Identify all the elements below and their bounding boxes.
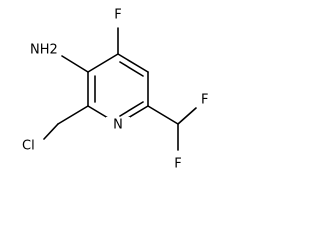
difluoromethyl-fluorine-top-label: F (201, 93, 208, 108)
bond-ch2-cl (43, 123, 59, 140)
bond-chf2-f-top (177, 107, 197, 125)
amino-group-label: NH2 (30, 43, 58, 58)
bond-c4-c5-inner (119, 61, 144, 77)
ring-fluorine-label: F (114, 8, 121, 23)
ring-nitrogen-label: N (113, 118, 123, 133)
bond-c3-c4 (87, 53, 119, 73)
molecule-structure: N NH2 F Cl F F (22, 8, 208, 172)
difluoromethyl-fluorine-bottom-label: F (174, 157, 181, 172)
bond-c6-n1-inner (119, 101, 144, 117)
bond-c2-ch2 (57, 105, 89, 125)
chlorine-label: Cl (22, 139, 35, 154)
bond-c4-c5 (117, 53, 149, 73)
bond-c6-chf2 (147, 105, 179, 125)
bond-c3-nh2 (61, 55, 89, 73)
